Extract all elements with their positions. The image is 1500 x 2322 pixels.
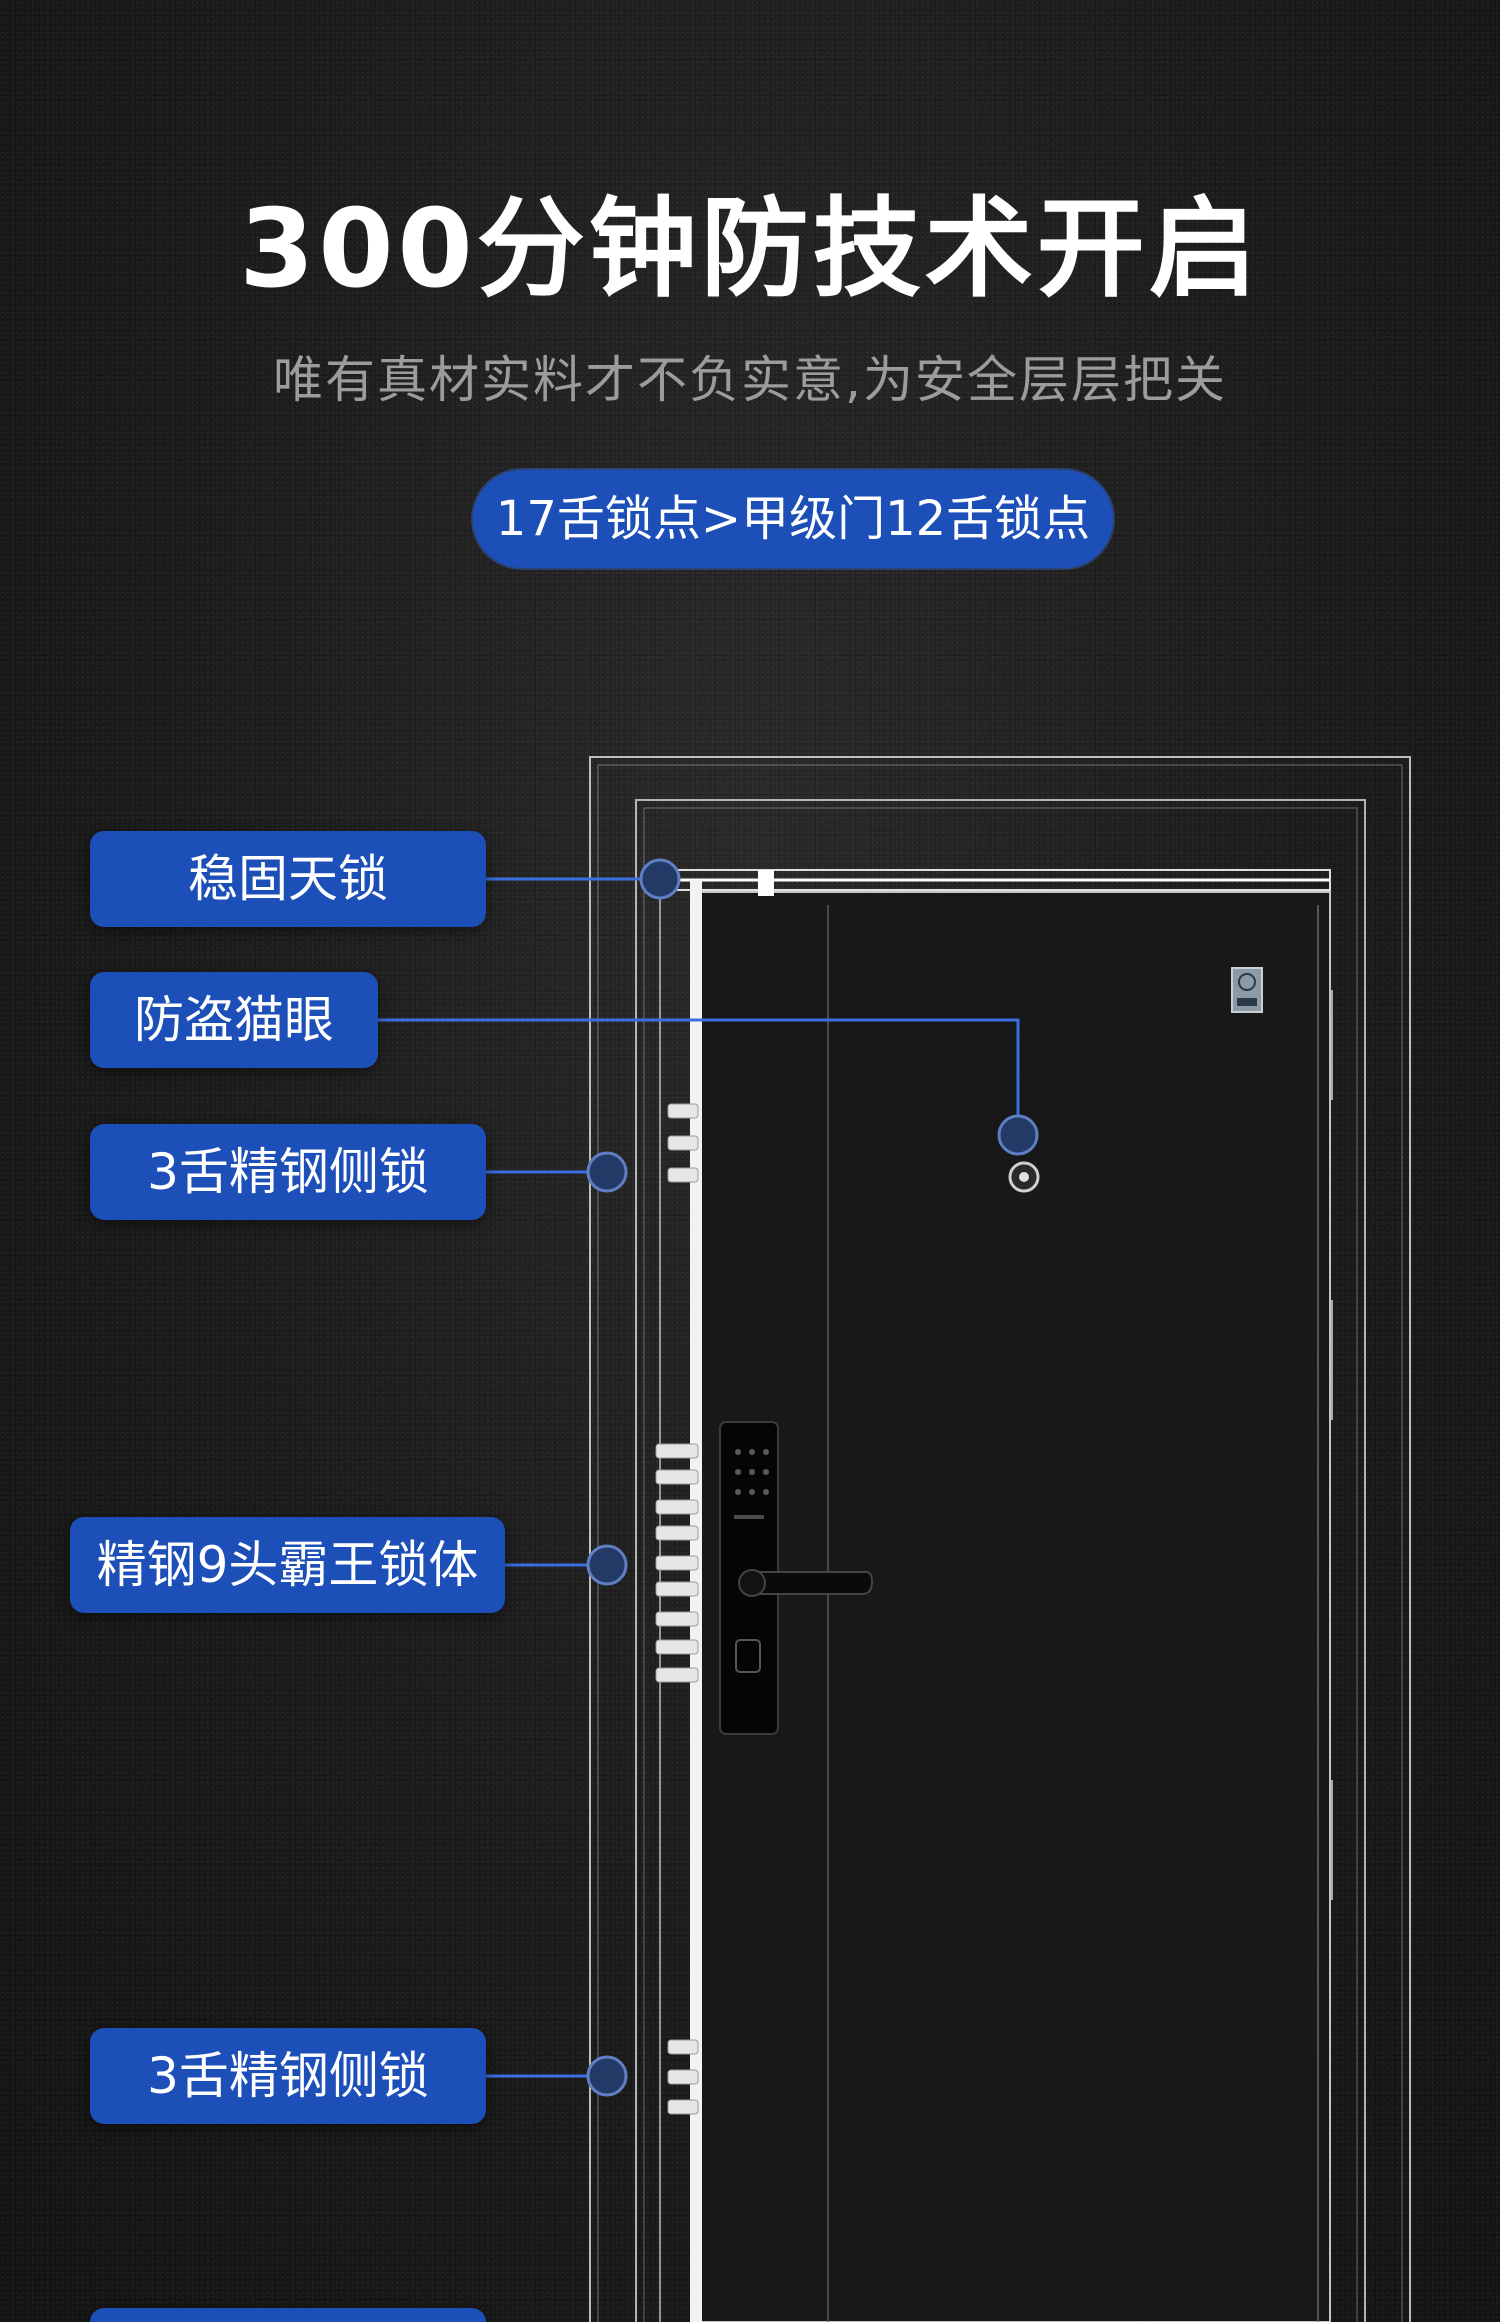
callout-peephole: 防盗猫眼 bbox=[90, 972, 378, 1068]
peephole bbox=[1008, 1161, 1040, 1193]
vertical-lock-rod bbox=[659, 880, 702, 2322]
page-subtitle: 唯有真材实料才不负实意,为安全层层把关 bbox=[273, 351, 1227, 409]
callout-side-lock-lower: 3舌精钢侧锁 bbox=[90, 2028, 486, 2124]
page-title: 300分钟防技术开启 bbox=[239, 187, 1261, 312]
main-lock-bolts bbox=[655, 1443, 699, 1683]
certification-icon bbox=[1231, 967, 1263, 1013]
side-lock-upper-marker bbox=[586, 1151, 628, 1193]
side-lock-upper-bolts bbox=[667, 1103, 699, 1183]
door-leaf bbox=[699, 891, 1333, 2322]
callout-top-lock: 稳固天锁 bbox=[90, 831, 486, 927]
callout-next-partial bbox=[90, 2308, 486, 2322]
callout-markers bbox=[586, 858, 1039, 2097]
peephole-marker bbox=[997, 1114, 1039, 1156]
callout-side-lock-upper: 3舌精钢侧锁 bbox=[90, 1124, 486, 1220]
main-lock-marker bbox=[586, 1544, 628, 1586]
door-frame bbox=[589, 756, 1411, 2322]
lock-points-badge: 17舌锁点>甲级门12舌锁点 bbox=[473, 470, 1113, 568]
side-lock-lower-bolts bbox=[667, 2039, 699, 2115]
callout-main-lock: 精钢9头霸王锁体 bbox=[70, 1517, 505, 1613]
smart-lock bbox=[719, 1421, 874, 1735]
top-lock-marker bbox=[639, 858, 681, 900]
side-lock-lower-marker bbox=[586, 2055, 628, 2097]
